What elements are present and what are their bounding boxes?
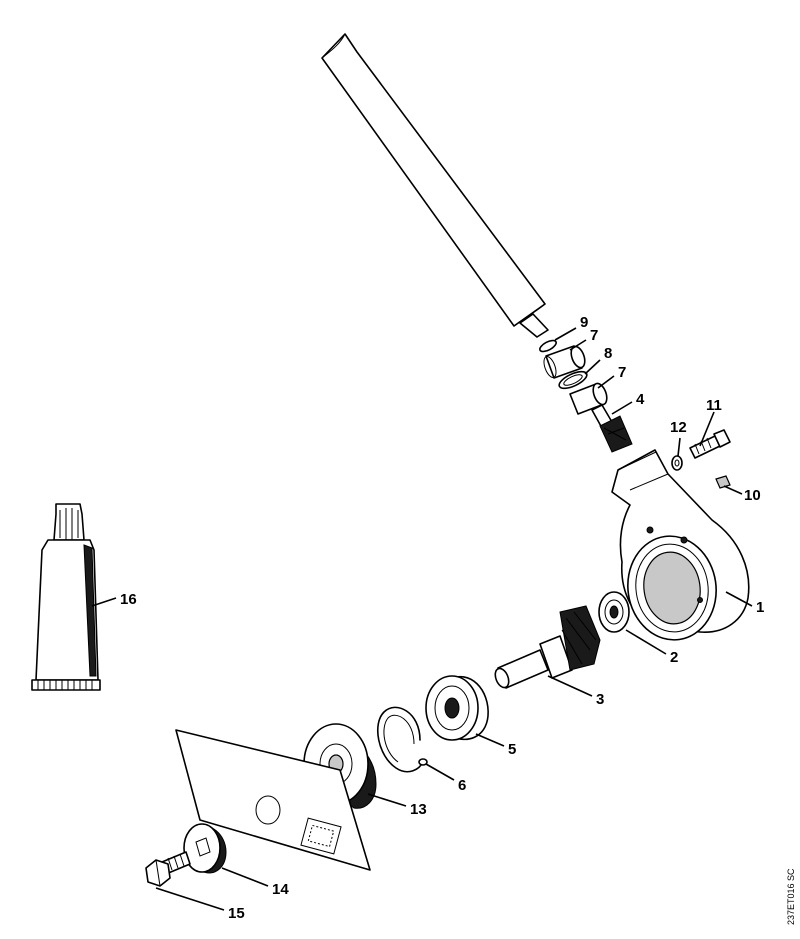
part-7-needle-bearing-lower (569, 382, 608, 415)
part-9-circlip (539, 339, 557, 353)
callout-6: 6 (458, 777, 466, 794)
callout-1: 1 (756, 599, 764, 616)
callout-2: 2 (670, 649, 678, 666)
callout-labels: 1 2 3 4 5 6 7 7 8 9 10 11 12 13 14 15 16 (120, 314, 764, 922)
leader-15 (155, 887, 225, 911)
leader-12 (677, 437, 681, 457)
part-16-grease-tube (31, 503, 101, 691)
callout-8: 8 (604, 345, 612, 362)
leader-4 (611, 401, 633, 415)
part-14-washer (183, 823, 227, 874)
callout-7-upper: 7 (590, 327, 598, 344)
leader-8 (584, 359, 601, 375)
leader-10 (723, 485, 743, 495)
leader-11 (699, 411, 715, 447)
leader-7a (569, 339, 587, 351)
leader-5 (475, 733, 505, 747)
callout-13: 13 (410, 801, 427, 818)
callout-7-lower: 7 (618, 364, 626, 381)
part-15-hex-bolt (145, 851, 191, 887)
part-5-ball-bearing (425, 675, 489, 741)
drive-tube (321, 33, 549, 338)
callout-5: 5 (508, 741, 516, 758)
callout-11: 11 (706, 397, 722, 414)
callout-4: 4 (636, 391, 645, 408)
part-12-washer (671, 455, 683, 471)
part-8-ring (558, 370, 588, 390)
drawing-code: 237ET016 SC (786, 868, 796, 925)
leader-16 (91, 597, 117, 607)
callout-12: 12 (670, 419, 687, 436)
part-3-bevel-gear-shaft (494, 605, 601, 689)
part-4-bevel-pinion (591, 404, 633, 453)
part-11-screw (689, 429, 731, 459)
callout-9: 9 (580, 314, 588, 331)
leader-6 (425, 763, 455, 781)
leader-1 (725, 591, 753, 607)
leader-2 (625, 629, 667, 655)
callout-14: 14 (272, 881, 289, 898)
callout-16: 16 (120, 591, 137, 608)
leader-13 (367, 793, 407, 807)
callout-10: 10 (744, 487, 761, 504)
part-6-circlip (376, 706, 428, 773)
part-1-gear-housing (611, 449, 750, 641)
part-2-ball-bearing (598, 591, 630, 633)
leader-lines (91, 327, 753, 911)
leader-9 (554, 327, 577, 341)
leader-3 (547, 675, 593, 697)
callout-3: 3 (596, 691, 604, 708)
leader-14 (221, 867, 269, 887)
leader-7b (597, 375, 615, 389)
callout-15: 15 (228, 905, 245, 922)
blade-plate (175, 729, 371, 871)
part-10-plug (715, 475, 731, 489)
